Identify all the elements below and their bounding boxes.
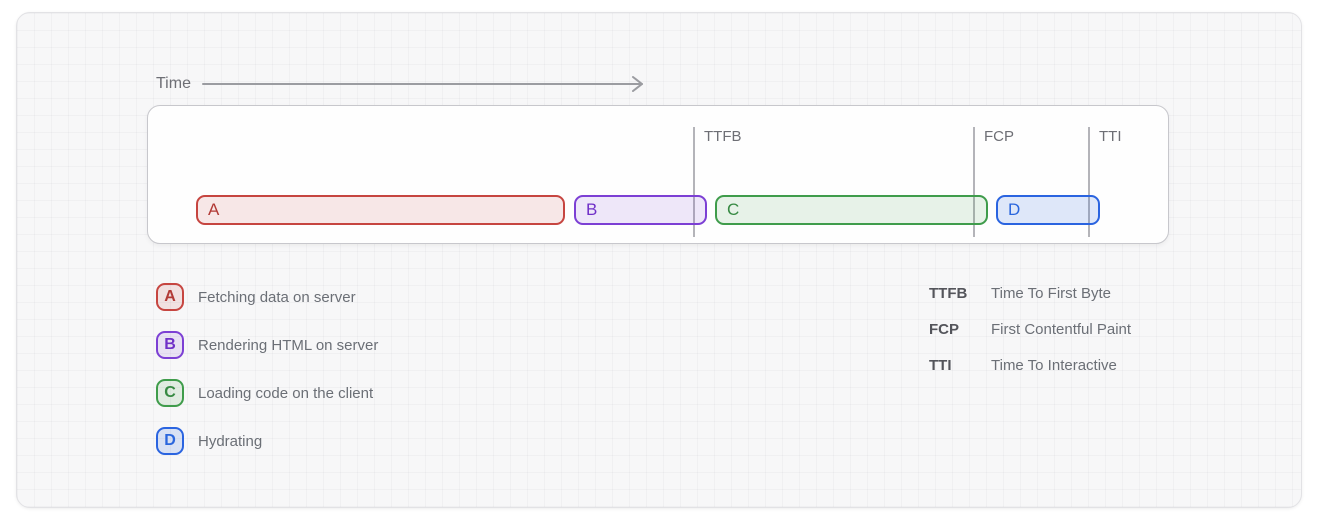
- metric-abbr-fcp: FCP: [929, 321, 959, 338]
- legend-row-b: B Rendering HTML on server: [156, 331, 378, 359]
- legend-row-d: D Hydrating: [156, 427, 378, 455]
- time-axis: Time: [156, 70, 650, 98]
- metric-name-fcp: First Contentful Paint: [991, 321, 1132, 338]
- metric-row-ttfb: TTFB Time To First Byte: [929, 282, 1131, 305]
- phase-label-c: Loading code on the client: [198, 384, 374, 402]
- phase-label-b: Rendering HTML on server: [198, 336, 379, 354]
- time-arrow-icon: [201, 76, 643, 92]
- phase-label-d: Hydrating: [198, 432, 263, 450]
- metric-name-ttfb: Time To First Byte: [991, 285, 1112, 302]
- timeline-panel: TTFB FCP TTI A B C D: [147, 105, 1169, 244]
- marker-fcp-label: FCP: [984, 128, 1014, 145]
- metric-abbr-tti: TTI: [929, 357, 952, 374]
- phase-label-a: Fetching data on server: [198, 288, 356, 306]
- phase-badge-c: C: [156, 379, 184, 407]
- metric-row-fcp: FCP First Contentful Paint: [929, 318, 1131, 341]
- legend-row-c: C Loading code on the client: [156, 379, 378, 407]
- phase-bar-c: C: [715, 195, 988, 225]
- phase-badge-b: B: [156, 331, 184, 359]
- phase-bar-c-label: C: [727, 200, 740, 219]
- phase-bar-a-label: A: [208, 200, 220, 219]
- metric-name-tti: Time To Interactive: [991, 357, 1117, 374]
- phase-badge-a: A: [156, 283, 184, 311]
- phase-bar-d: D: [996, 195, 1100, 225]
- legend-row-a: A Fetching data on server: [156, 283, 378, 311]
- phase-badge-d: D: [156, 427, 184, 455]
- marker-ttfb-label: TTFB: [704, 128, 742, 145]
- phase-bar-a: A: [196, 195, 565, 225]
- phase-bar-b-label: B: [586, 200, 598, 219]
- marker-ttfb: TTFB: [693, 127, 742, 237]
- phase-bar-d-label: D: [1008, 200, 1021, 219]
- marker-fcp: FCP: [973, 127, 1014, 237]
- marker-tti-label: TTI: [1099, 128, 1122, 145]
- metric-row-tti: TTI Time To Interactive: [929, 354, 1131, 377]
- time-axis-label: Time: [156, 75, 191, 92]
- marker-tti: TTI: [1088, 127, 1122, 237]
- phase-legend: A Fetching data on server B Rendering HT…: [156, 283, 378, 455]
- metric-legend: TTFB Time To First Byte FCP First Conten…: [929, 282, 1131, 377]
- diagram-card: Time TTFB FCP TTI A B C D A: [16, 12, 1302, 508]
- metric-abbr-ttfb: TTFB: [929, 285, 968, 302]
- phase-bar-b: B: [574, 195, 707, 225]
